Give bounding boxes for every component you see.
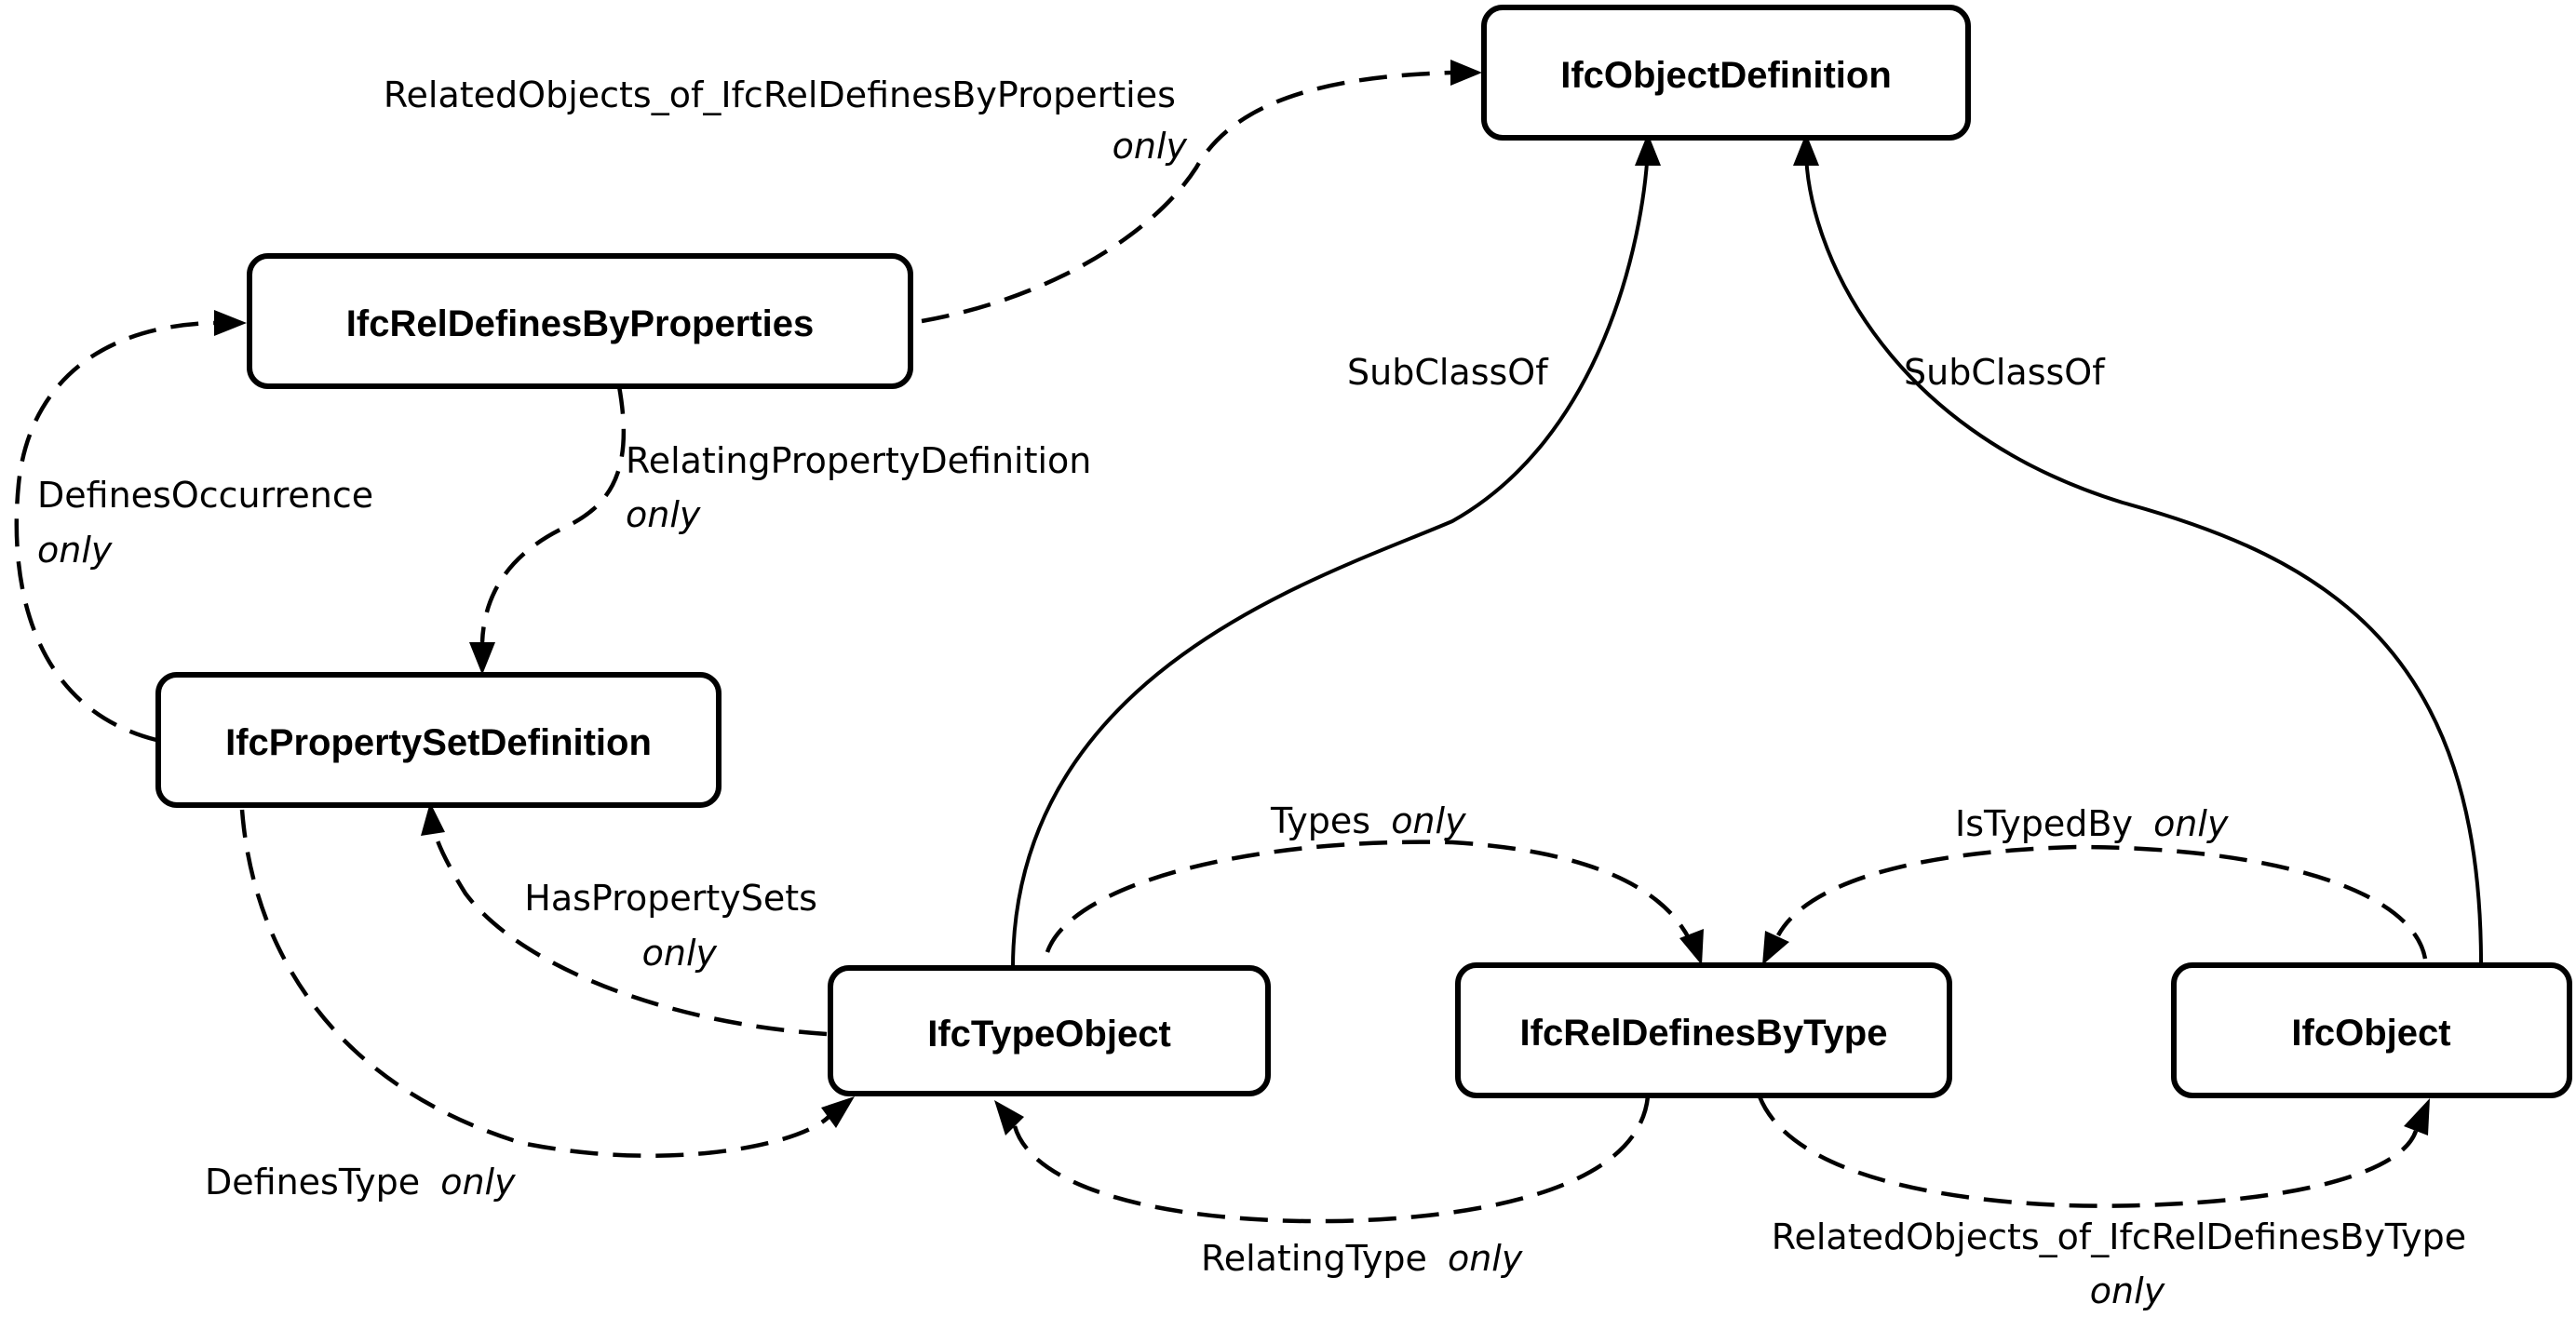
label-defines-occurrence: DefinesOccurrence only bbox=[37, 475, 384, 571]
node-ifc-object-definition: IfcObjectDefinition bbox=[1481, 5, 1971, 141]
node-ifc-object: IfcObject bbox=[2171, 962, 2572, 1098]
node-ifc-rel-defines-by-type: IfcRelDefinesByType bbox=[1455, 962, 1952, 1098]
edge-defines-occurrence bbox=[14, 320, 215, 743]
edge-defines-type bbox=[239, 809, 830, 1158]
node-label: IfcPropertySetDefinition bbox=[225, 722, 652, 763]
arrowhead-defines-type bbox=[821, 1096, 855, 1128]
node-ifc-rel-defines-by-properties: IfcRelDefinesByProperties bbox=[247, 253, 913, 389]
label-subclassof-object: SubClassOf bbox=[1904, 352, 2106, 393]
label-has-property-sets: HasPropertySets only bbox=[524, 878, 829, 974]
label-is-typed-by: IsTypedBy only bbox=[1955, 803, 2229, 844]
label-related-objects-props: RelatedObjects_of_IfcRelDefinesByPropert… bbox=[384, 74, 1188, 167]
arrowhead-has-property-sets bbox=[421, 802, 445, 836]
label-relating-type: RelatingType only bbox=[1201, 1238, 1523, 1279]
node-label: IfcObject bbox=[2291, 1013, 2450, 1054]
arrowhead-types bbox=[1679, 929, 1704, 965]
label-defines-type: DefinesType only bbox=[205, 1162, 516, 1203]
node-label: IfcRelDefinesByProperties bbox=[346, 303, 814, 344]
arrowhead-subclassof-object bbox=[1793, 133, 1819, 166]
arrowhead-is-typed-by bbox=[1762, 931, 1789, 965]
edge-is-typed-by bbox=[1776, 844, 2428, 960]
edge-has-property-sets bbox=[431, 827, 828, 1037]
arrowhead-related-objects-type bbox=[2404, 1098, 2430, 1136]
arrowhead-related-objects-props bbox=[1450, 60, 1482, 86]
node-label: IfcObjectDefinition bbox=[1560, 55, 1892, 96]
arrowhead-subclassof-typeobject bbox=[1635, 133, 1661, 166]
node-label: IfcTypeObject bbox=[927, 1014, 1171, 1055]
edge-subclassof-object bbox=[1804, 148, 2483, 964]
label-related-objects-type: RelatedObjects_of_IfcRelDefinesByType on… bbox=[1772, 1216, 2477, 1311]
arrowhead-defines-occurrence bbox=[214, 310, 247, 336]
arrowhead-relating-property-definition bbox=[469, 642, 495, 675]
label-subclassof-typeobject: SubClassOf bbox=[1347, 352, 1549, 393]
edge-types bbox=[1045, 840, 1693, 953]
label-types: Types only bbox=[1270, 800, 1466, 841]
node-ifc-type-object: IfcTypeObject bbox=[828, 965, 1271, 1096]
label-relating-property-definition: RelatingPropertyDefinition only bbox=[626, 440, 1102, 535]
edge-related-objects-props bbox=[921, 70, 1453, 324]
node-ifc-property-set-definition: IfcPropertySetDefinition bbox=[155, 672, 722, 808]
edge-relating-property-definition bbox=[479, 385, 627, 643]
node-label: IfcRelDefinesByType bbox=[1520, 1013, 1888, 1054]
arrowhead-relating-type bbox=[994, 1100, 1024, 1136]
edge-subclassof-typeobject bbox=[1011, 148, 1650, 969]
edge-relating-type bbox=[1012, 1095, 1651, 1224]
edge-related-objects-type bbox=[1757, 1095, 2419, 1208]
